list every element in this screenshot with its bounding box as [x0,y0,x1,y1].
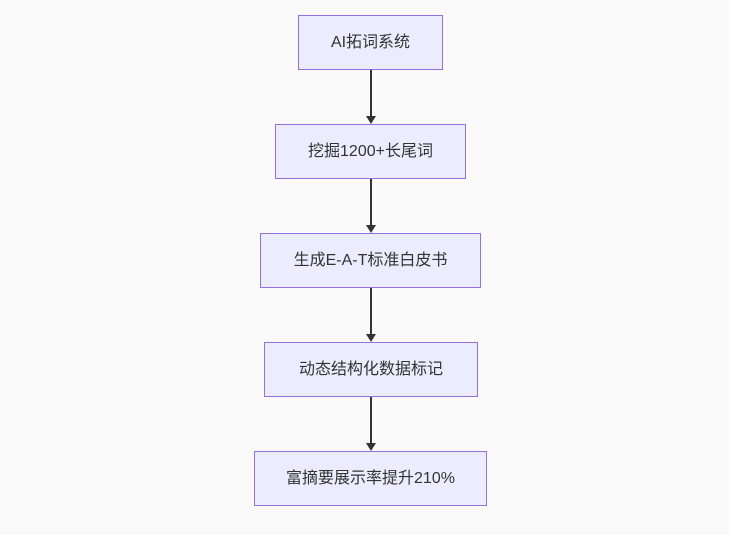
flow-edge-2 [365,179,376,233]
edge-line [369,179,372,225]
arrowhead-down-icon [365,443,376,451]
flow-node-label: 动态结构化数据标记 [298,360,443,378]
flow-node-eat-whitepaper: 生成E-A-T标准白皮书 [260,233,481,288]
arrowhead-down-icon [365,116,376,124]
edge-line [369,70,372,116]
edge-line [369,288,372,334]
flow-edge-3 [365,288,376,342]
flow-node-longtail-keywords: 挖掘1200+长尾词 [275,124,466,179]
flow-node-label: 生成E-A-T标准白皮书 [293,251,448,269]
edge-line [369,397,372,443]
flow-node-label: 挖掘1200+长尾词 [308,142,433,160]
flow-node-rich-snippet-result: 富摘要展示率提升210% [254,451,487,506]
flow-node-structured-data: 动态结构化数据标记 [264,342,478,397]
arrowhead-down-icon [365,334,376,342]
flow-node-label: AI拓词系统 [330,33,411,51]
flow-node-ai-system: AI拓词系统 [298,15,443,70]
flow-edge-1 [365,70,376,124]
flow-edge-4 [365,397,376,451]
arrowhead-down-icon [365,225,376,233]
flow-node-label: 富摘要展示率提升210% [286,469,455,487]
